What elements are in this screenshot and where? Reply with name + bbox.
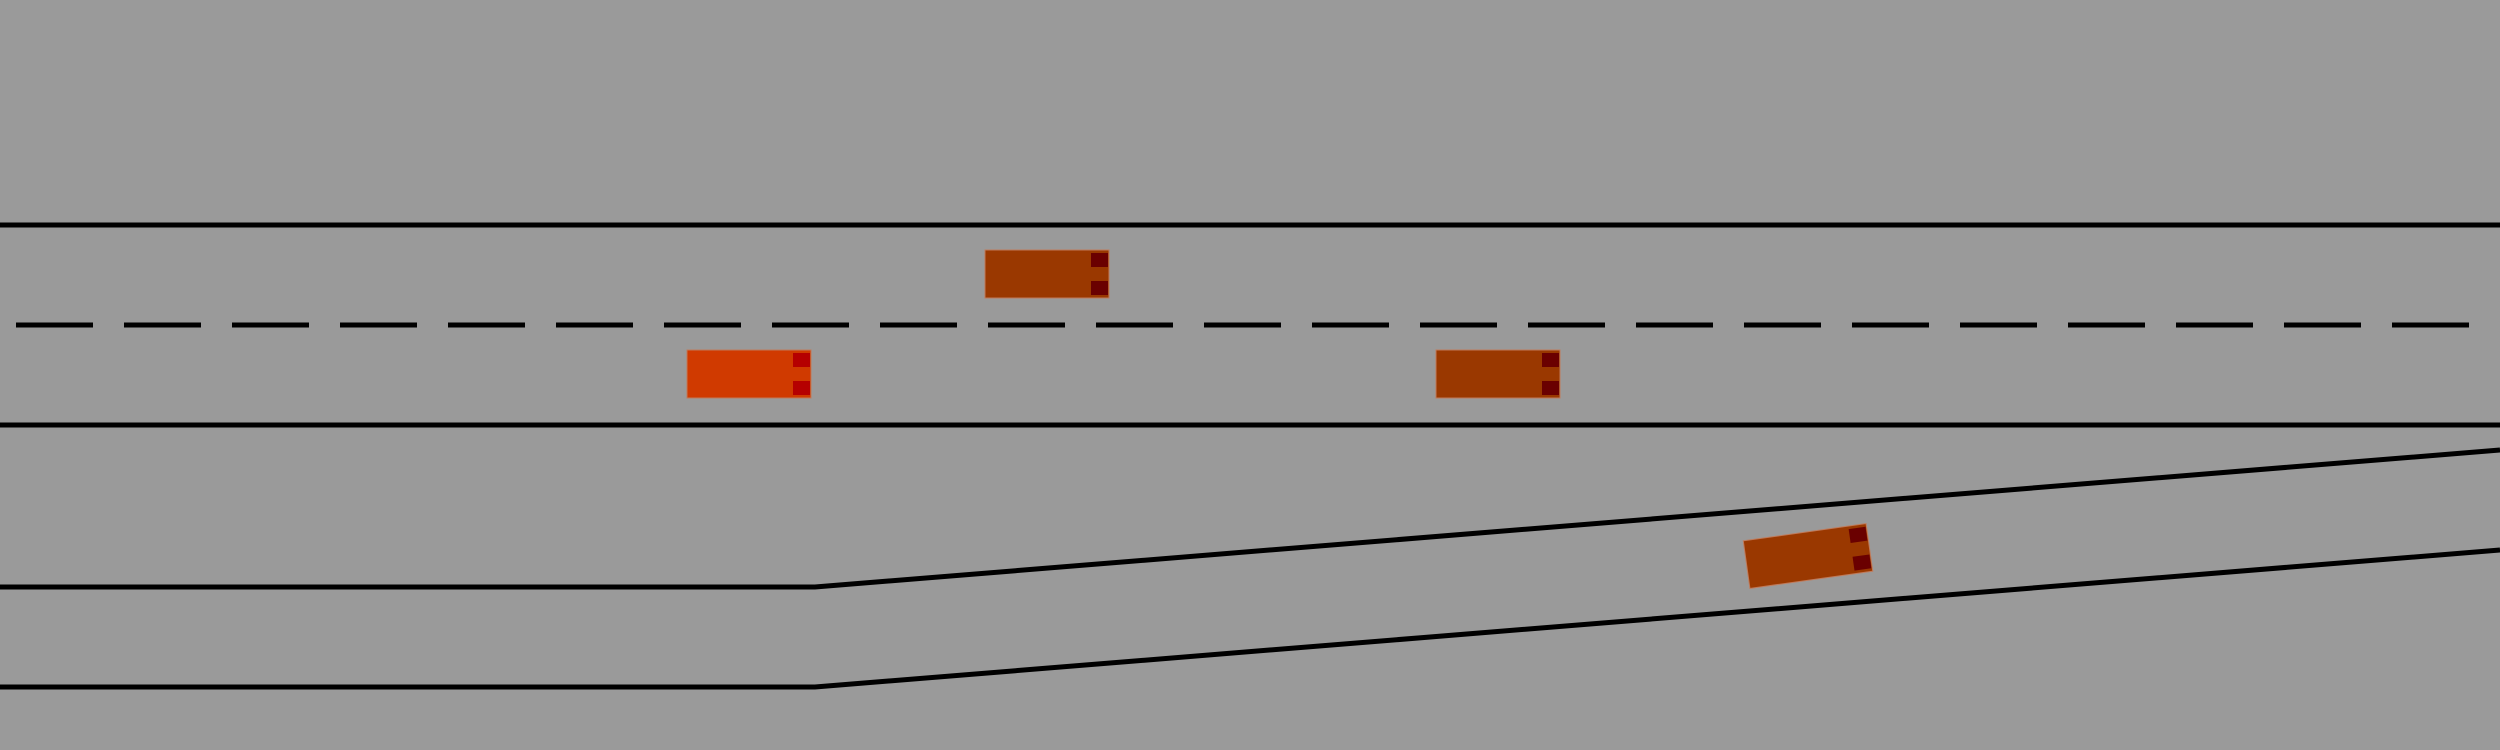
vehicle-body — [984, 249, 1110, 299]
vehicle-body — [686, 349, 812, 399]
rear-light-icon — [1852, 554, 1872, 571]
rear-light-icon — [793, 381, 810, 395]
rear-light-icon — [1091, 281, 1108, 295]
vehicle-body — [1435, 349, 1561, 399]
on-ramp-lower-edge — [0, 547, 2500, 690]
rear-light-icon — [1542, 381, 1559, 395]
vehicle-body — [1742, 523, 1874, 589]
rear-light-icon — [1091, 253, 1108, 267]
rear-light-icon — [1848, 526, 1868, 543]
rear-light-icon — [1542, 353, 1559, 367]
rear-light-icon — [793, 353, 810, 367]
traffic-vehicle — [984, 249, 1110, 299]
ego-vehicle — [686, 349, 812, 399]
on-ramp-upper-edge — [0, 447, 2500, 590]
traffic-vehicle — [1742, 523, 1874, 589]
traffic-vehicle — [1435, 349, 1561, 399]
